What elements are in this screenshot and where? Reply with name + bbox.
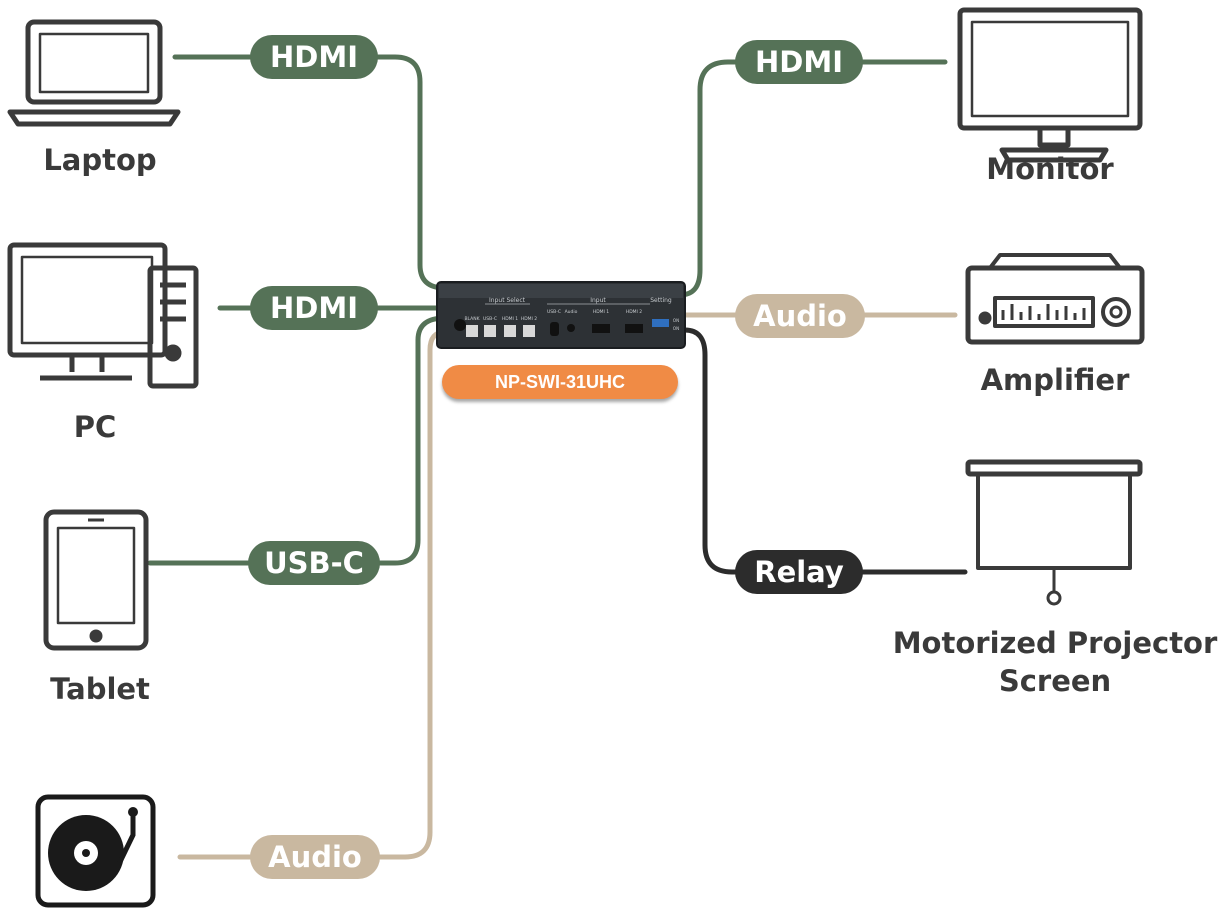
dip-label: ON xyxy=(673,318,679,323)
panel-input-select-label: Input Select xyxy=(489,297,526,304)
panel-button-label: HDMI 2 xyxy=(521,316,537,322)
panel-port-label: HDMI 2 xyxy=(626,309,642,315)
laptop-icon xyxy=(7,19,181,127)
select-button-hdmi2[interactable] xyxy=(523,325,535,337)
hdmi1-port xyxy=(592,324,610,333)
projector-screen-icon xyxy=(965,459,1143,606)
hdmi2-port xyxy=(625,324,643,333)
select-button-hdmi1[interactable] xyxy=(504,325,516,337)
panel-setting-label: Setting xyxy=(650,297,672,304)
desktop-pc-icon xyxy=(7,242,199,389)
audio-jack xyxy=(567,324,575,332)
laptop-hdmi-line xyxy=(172,54,448,291)
connection-pill-monitor-hdmi: HDMI xyxy=(735,40,863,84)
amplifier-icon xyxy=(965,253,1145,345)
model-badge: NP-SWI-31UHC xyxy=(442,365,678,399)
power-led xyxy=(454,319,466,331)
tablet-usbc-line xyxy=(147,315,448,566)
connection-pill-pc-hdmi: HDMI xyxy=(250,286,378,330)
source-label-pc: PC xyxy=(73,410,117,444)
dip-label: ON xyxy=(673,326,679,331)
connection-pill-laptop-hdmi: HDMI xyxy=(250,35,378,79)
panel-port-label: Audio xyxy=(565,309,578,315)
monitor-hdmi-line xyxy=(677,59,948,298)
connection-pill-projector-relay: Relay xyxy=(735,550,863,594)
panel-button-label: BLANK xyxy=(464,316,480,322)
usbc-port xyxy=(550,322,559,336)
output-label-amplifier: Amplifier xyxy=(980,363,1130,397)
panel-port-label: HDMI 1 xyxy=(593,309,609,315)
panel-input-label: Input xyxy=(590,297,606,304)
panel-button-label: USB-C xyxy=(483,316,497,322)
turntable-icon xyxy=(35,794,156,908)
panel-port-label: USB-C xyxy=(547,309,561,315)
dip-switch[interactable] xyxy=(652,319,669,327)
source-label-tablet: Tablet xyxy=(50,672,150,706)
projector-relay-line xyxy=(682,327,968,575)
select-button-blank[interactable] xyxy=(466,325,478,337)
monitor-icon xyxy=(957,7,1143,163)
output-label-monitor: Monitor xyxy=(986,152,1114,186)
switcher-device: Input Select Input Setting BLANK USB-C H… xyxy=(436,281,686,349)
tablet-icon xyxy=(43,509,149,651)
output-label-projector-line2: Screen xyxy=(998,664,1112,698)
connection-pill-amplifier-audio: Audio xyxy=(735,294,865,338)
output-label-projector-line1: Motorized Projector xyxy=(892,626,1218,660)
panel-button-label: HDMI 1 xyxy=(502,316,518,322)
connection-pill-turntable-audio: Audio xyxy=(250,835,380,879)
select-button-usbc[interactable] xyxy=(484,325,496,337)
turntable-audio-line xyxy=(177,329,448,860)
connection-pill-tablet-usbc: USB-C xyxy=(248,541,380,585)
source-label-laptop: Laptop xyxy=(43,143,157,177)
